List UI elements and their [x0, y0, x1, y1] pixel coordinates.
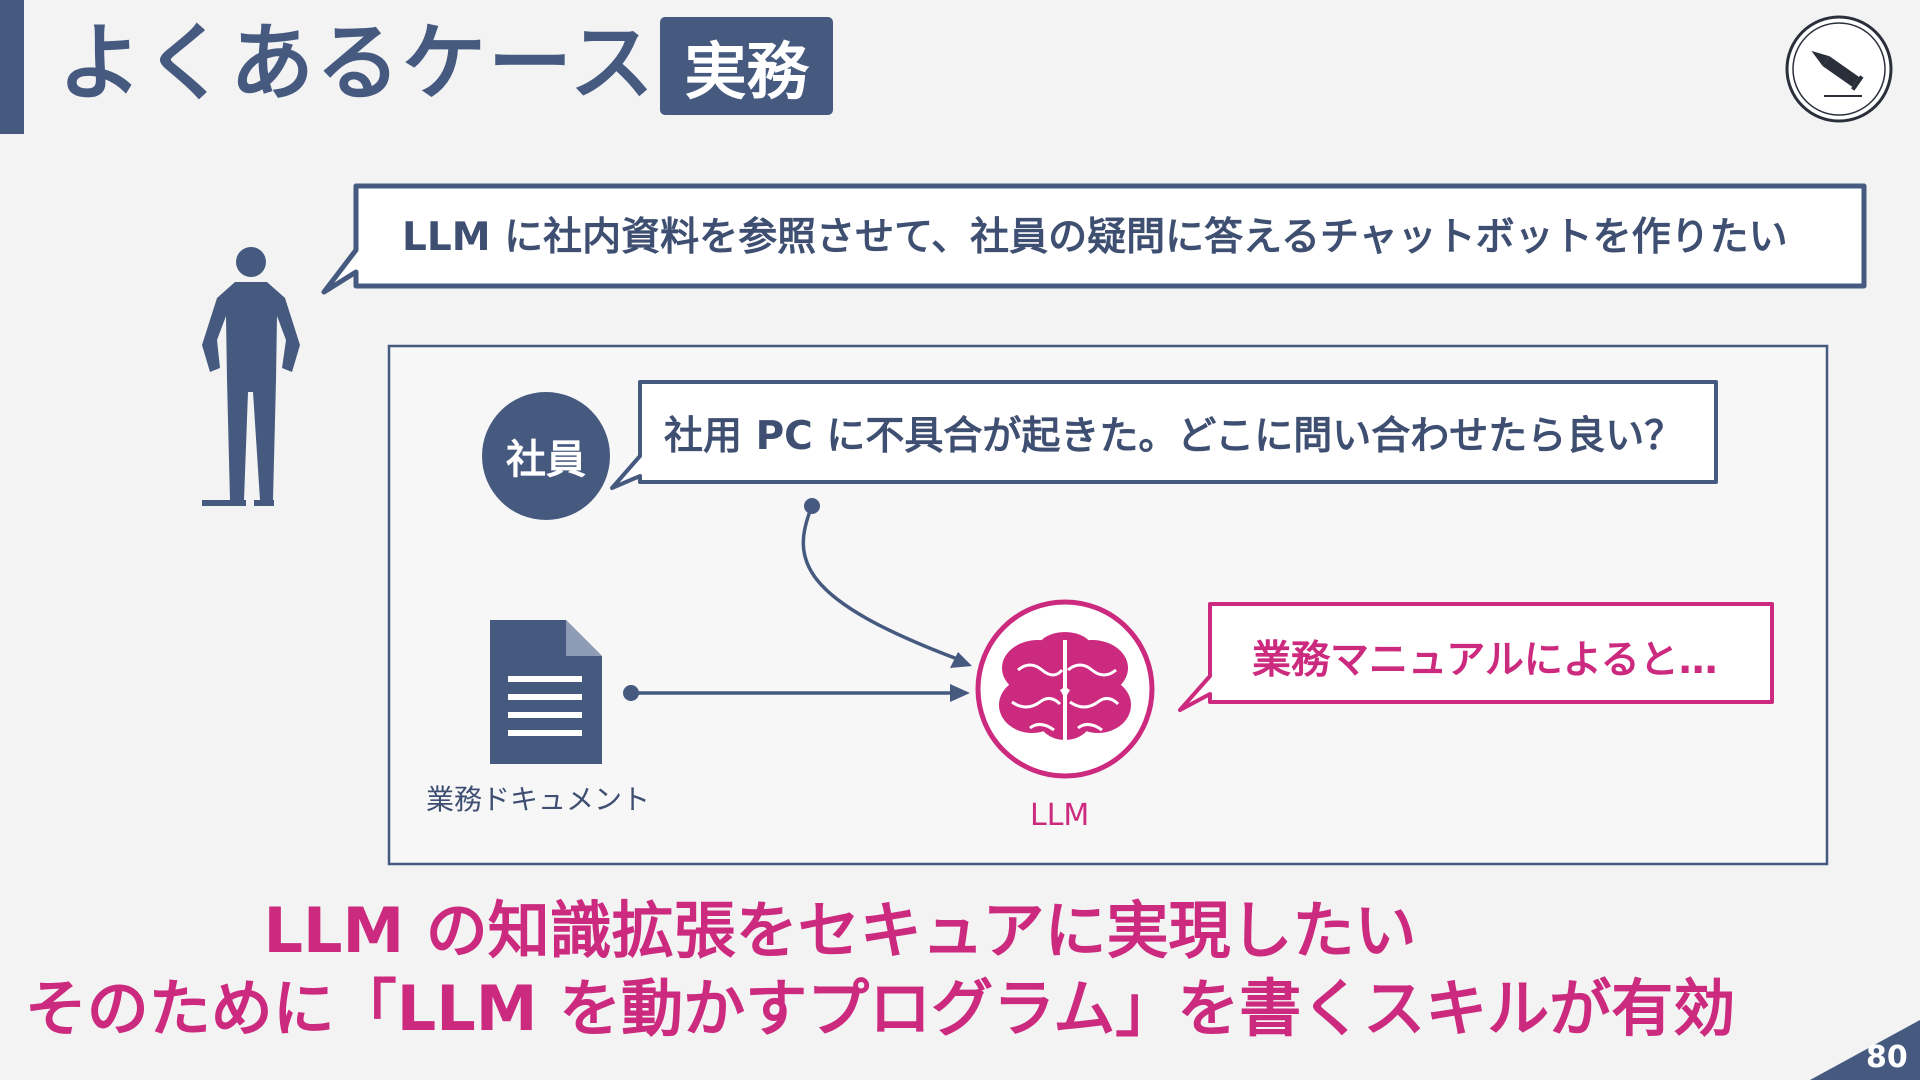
bullet-logo-icon — [1785, 15, 1893, 123]
brain-icon — [999, 632, 1131, 740]
conclusion-line-1: LLM の知識拡張をセキュアに実現したい — [263, 894, 1417, 967]
title-accent-bar — [0, 0, 24, 134]
document-icon — [490, 620, 602, 764]
document-to-llm-arrow — [623, 684, 970, 702]
llm-label: LLM — [1030, 798, 1090, 833]
page-corner — [1810, 1020, 1920, 1080]
request-speech-bubble — [321, 183, 1867, 295]
person-silhouette-icon — [202, 247, 300, 506]
title-badge: 実務 — [660, 17, 833, 115]
request-text: LLM に社内資料を参照させて、社員の疑問に答えるチャットボットを作りたい — [402, 215, 1788, 260]
page-number: 80 — [1866, 1040, 1908, 1075]
page-title: よくあるケース — [58, 14, 656, 112]
employee-avatar: 社員 — [482, 392, 610, 520]
conclusion-line-2: そのために「LLM を動かすプログラム」を書くスキルが有効 — [24, 972, 1736, 1045]
document-label: 業務ドキュメント — [426, 783, 651, 816]
question-speech-bubble — [610, 380, 1718, 490]
llm-answer-text: 業務マニュアルによると… — [1252, 638, 1718, 683]
employee-question-text: 社用 PC に不具合が起きた。どこに問い合わせたら良い？ — [664, 414, 1684, 459]
answer-speech-bubble — [1178, 602, 1774, 712]
question-to-llm-arrow — [801, 498, 972, 668]
